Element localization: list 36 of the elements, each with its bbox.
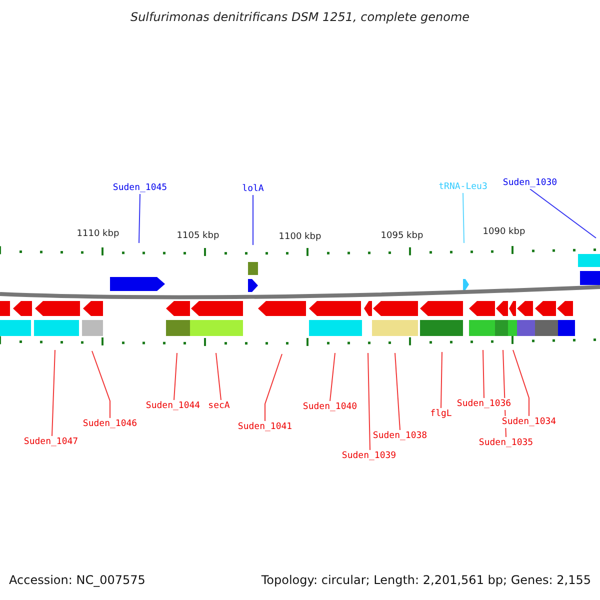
leader-line: [440, 352, 442, 408]
gene-label: Suden_1035: [478, 437, 534, 449]
leader-line: [368, 352, 370, 450]
leader-line: [138, 194, 140, 244]
leader-line: [512, 350, 530, 416]
gene-label: Suden_1044: [146, 400, 200, 412]
gene-label: flgL: [430, 408, 452, 420]
gene-label: Suden_1036: [456, 398, 512, 410]
gene-label: Suden_1034: [502, 416, 556, 428]
gene-label: Suden_1045: [112, 182, 168, 194]
gene-label: Suden_1030: [502, 177, 558, 189]
gene-label: Suden_1046: [82, 418, 138, 430]
leader-line: [252, 194, 254, 246]
leader-line: [462, 192, 464, 244]
scale-label: 1105 kbp: [176, 230, 220, 242]
leader-line: [530, 188, 596, 238]
gene-label: Suden_1047: [24, 436, 78, 448]
genome-summary-note: Topology: circular; Length: 2,201,561 bp; Genes: 2,155: [261, 574, 591, 586]
scale-label: 1095 kbp: [380, 230, 424, 242]
leader-line: [52, 350, 56, 436]
leader-line: [482, 350, 484, 398]
leader-line: [264, 354, 282, 422]
gene-label: Suden_1038: [372, 430, 428, 442]
leader-line: [394, 352, 400, 430]
leader-line: [330, 352, 336, 402]
map-title: Sulfurimonas denitrificans DSM 1251, complete genome: [130, 11, 470, 23]
leader-line: [174, 352, 178, 400]
gene-label: Suden_1039: [342, 450, 396, 462]
scale-label: 1090 kbp: [482, 226, 526, 238]
scale-label: 1100 kbp: [278, 231, 322, 243]
scale-label: 1110 kbp: [76, 228, 120, 240]
gene-label: Suden_1041: [238, 421, 292, 433]
accession-note: Accession: NC_007575: [9, 574, 146, 586]
gene-label: Suden_1040: [302, 401, 358, 413]
leader-line: [216, 352, 222, 400]
leader-line: [92, 350, 110, 418]
